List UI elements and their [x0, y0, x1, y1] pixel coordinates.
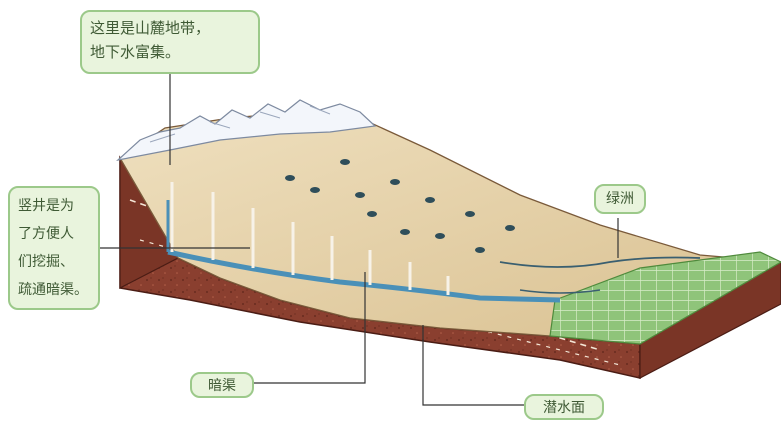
- foothill-callout: 这里是山麓地带， 地下水富集。: [80, 10, 260, 74]
- shaft-callout: 竖井是为 了方便人 们挖掘、 疏通暗渠。: [8, 186, 100, 310]
- canal-label: 暗渠: [190, 372, 254, 398]
- oasis-label: 绿洲: [594, 184, 646, 214]
- water-table-label: 潜水面: [524, 394, 604, 420]
